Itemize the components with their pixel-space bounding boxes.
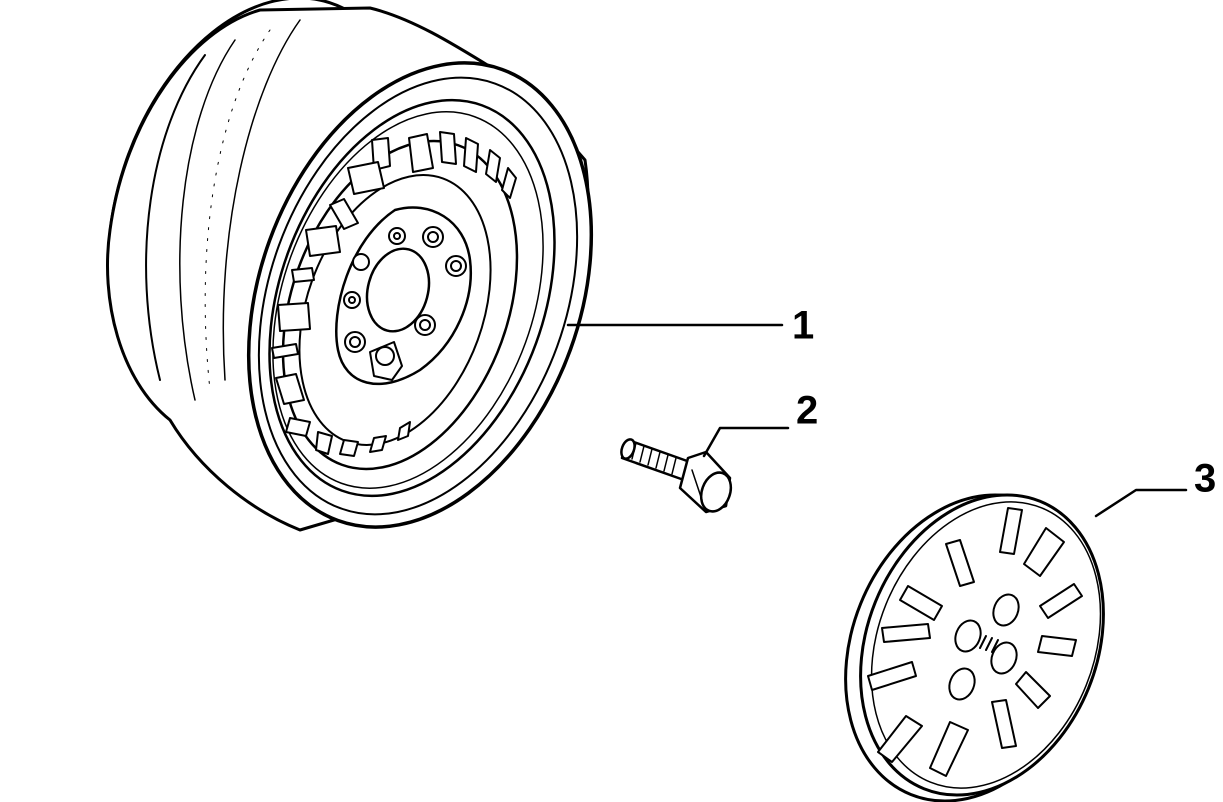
callout-3-leader xyxy=(1094,488,1188,518)
disc-ventilation-slots xyxy=(271,131,517,457)
callout-1: 1 xyxy=(566,304,814,348)
center-bore xyxy=(365,247,431,333)
wheel-rim xyxy=(106,0,594,532)
callout-2-leader xyxy=(702,426,790,458)
hubcap xyxy=(844,493,1105,802)
wheel-disc xyxy=(271,131,519,471)
bolt-holes xyxy=(343,226,467,381)
callout-3: 3 xyxy=(1094,457,1216,518)
callout-1-label: 1 xyxy=(792,304,814,348)
callout-3-label: 3 xyxy=(1194,457,1216,501)
callout-2: 2 xyxy=(702,389,818,458)
hubcap-center-emblem xyxy=(948,593,1020,701)
wheel-bolt xyxy=(620,438,733,514)
hubcap-slots xyxy=(867,507,1083,777)
callout-2-label: 2 xyxy=(796,389,818,433)
